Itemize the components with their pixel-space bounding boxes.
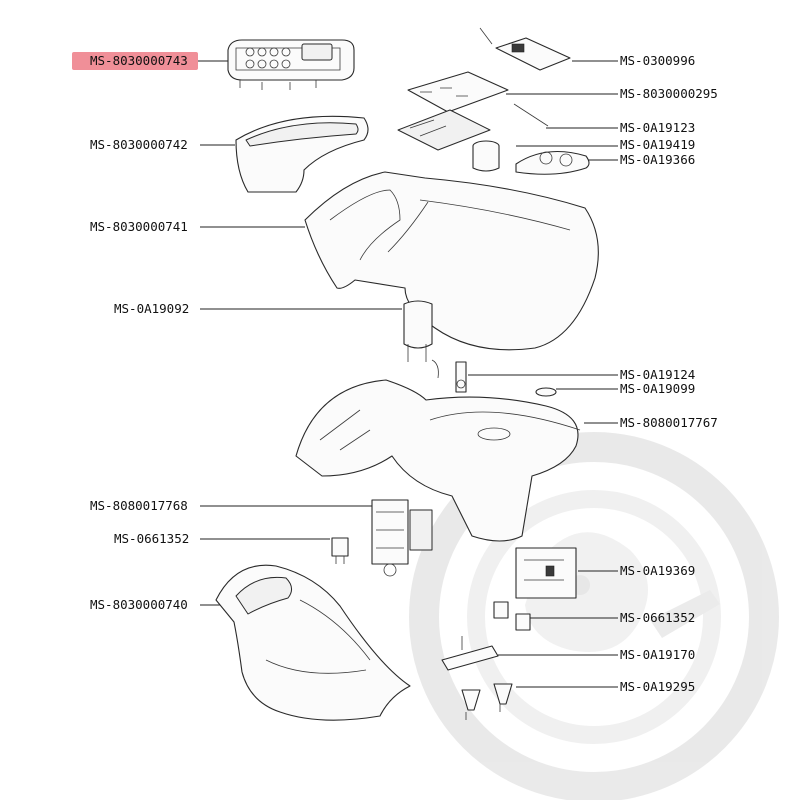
- connector-part[interactable]: [441, 636, 499, 671]
- control-panel-part[interactable]: [227, 39, 355, 90]
- valve-assembly-part[interactable]: [515, 547, 577, 599]
- highlight-badge: [72, 52, 198, 70]
- top-cover-ring-part[interactable]: [235, 115, 369, 193]
- microswitch-right-part[interactable]: [493, 601, 531, 631]
- sensor-board-part[interactable]: [479, 27, 571, 71]
- label-ms-8080017767[interactable]: MS-8080017767: [620, 415, 718, 430]
- pump-part[interactable]: [403, 300, 439, 379]
- label-ms-0a19419[interactable]: MS-0A19419: [620, 137, 695, 152]
- label-ms-0a19099[interactable]: MS-0A19099: [620, 381, 695, 396]
- label-ms-8030000740[interactable]: MS-8030000740: [90, 597, 188, 612]
- label-ms-0661352-right[interactable]: MS-0661352: [620, 610, 695, 625]
- main-board-part[interactable]: [397, 71, 509, 151]
- label-ms-8030000741[interactable]: MS-8030000741: [90, 219, 188, 234]
- tank-base-part[interactable]: [295, 379, 581, 542]
- label-ms-0a19369[interactable]: MS-0A19369: [620, 563, 695, 578]
- upper-housing-part[interactable]: [304, 171, 599, 351]
- label-ms-0a19170[interactable]: MS-0A19170: [620, 647, 695, 662]
- button-cluster-part[interactable]: [515, 151, 590, 175]
- microswitch-left-part[interactable]: [331, 537, 349, 564]
- label-ms-0a19124[interactable]: MS-0A19124: [620, 367, 695, 382]
- feet-part[interactable]: [461, 683, 513, 720]
- label-ms-8030000743[interactable]: MS-8030000743: [90, 53, 188, 68]
- label-ms-0300996[interactable]: MS-0300996: [620, 53, 695, 68]
- wire-part[interactable]: [513, 103, 549, 127]
- label-ms-0a19123[interactable]: MS-0A19123: [620, 120, 695, 135]
- valve-part[interactable]: [455, 361, 467, 393]
- label-ms-8080017768[interactable]: MS-8080017768: [90, 498, 188, 513]
- motor-part[interactable]: [472, 140, 500, 172]
- label-ms-8030000295[interactable]: MS-8030000295: [620, 86, 718, 101]
- front-housing-part[interactable]: [215, 564, 411, 721]
- label-ms-0a19366[interactable]: MS-0A19366: [620, 152, 695, 167]
- label-ms-0a19092[interactable]: MS-0A19092: [114, 301, 189, 316]
- label-ms-8030000742[interactable]: MS-8030000742: [90, 137, 188, 152]
- label-ms-0a19295[interactable]: MS-0A19295: [620, 679, 695, 694]
- gasket-part[interactable]: [535, 387, 557, 397]
- switch-block-part[interactable]: [371, 499, 433, 577]
- label-ms-0661352-left[interactable]: MS-0661352: [114, 531, 189, 546]
